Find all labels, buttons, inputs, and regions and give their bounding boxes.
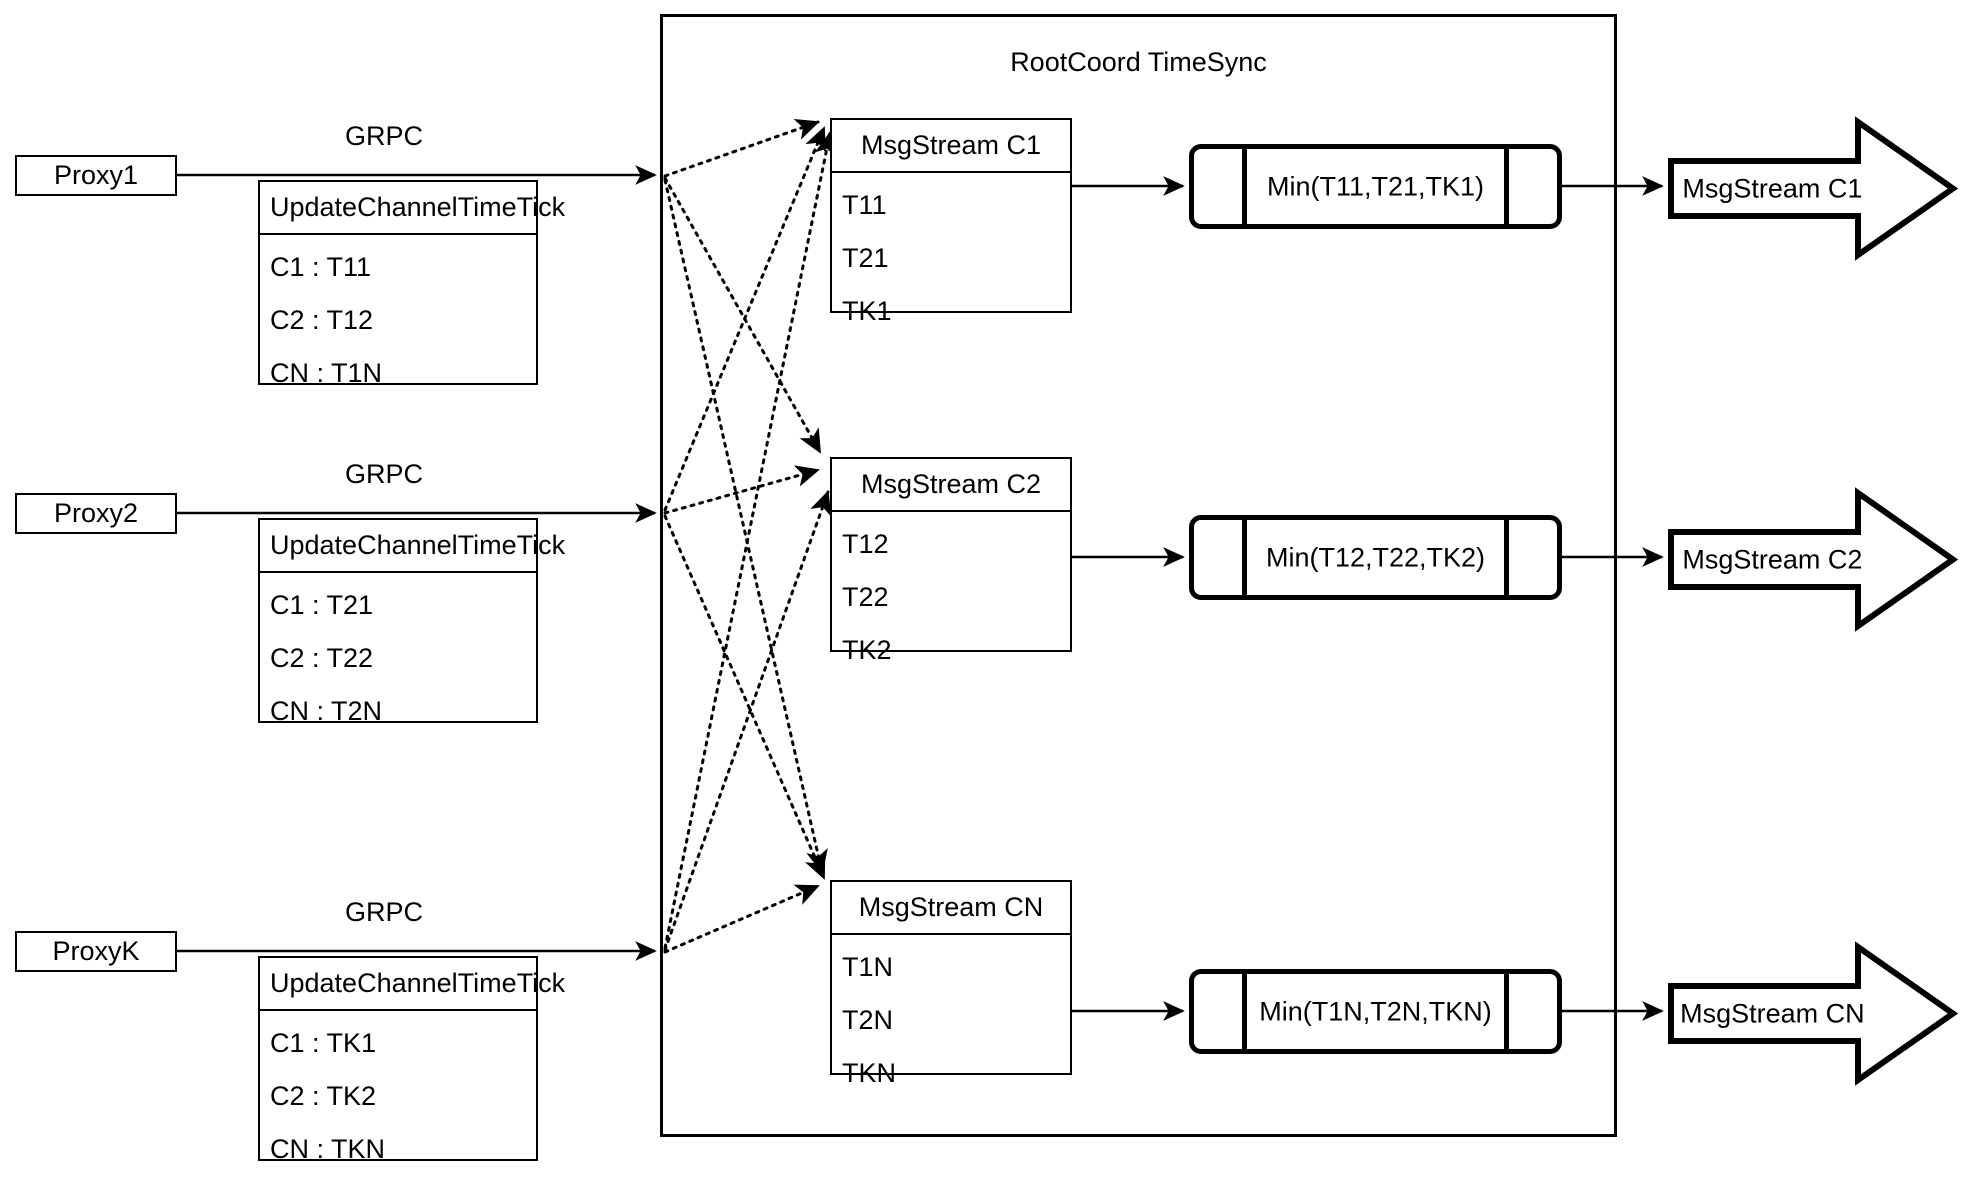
- request-row: CN : TKN: [270, 1134, 386, 1164]
- output-block-arrow-cn: MsgStream CN: [1668, 941, 1958, 1086]
- update-channel-timetick-2: UpdateChannelTimeTick C1 : T21 C2 : T22 …: [258, 518, 565, 725]
- request-row: C1 : T11: [270, 252, 372, 282]
- proxy-box-k[interactable]: ProxyK: [15, 931, 177, 972]
- output-block-arrow-c1: MsgStream C1: [1668, 116, 1958, 261]
- request-row: C2 : TK2: [270, 1081, 377, 1111]
- msgstream-row: T11: [842, 190, 887, 220]
- request-title: UpdateChannelTimeTick: [260, 958, 565, 1011]
- proxy-box-2[interactable]: Proxy2: [15, 493, 177, 534]
- min-process-label: Min(T1N,T2N,TKN): [1259, 996, 1492, 1026]
- output-label: MsgStream C1: [1682, 173, 1863, 203]
- min-process-cn: Min(T1N,T2N,TKN): [1189, 969, 1562, 1054]
- process-bar-right: [1504, 515, 1509, 600]
- request-row: C2 : T22: [270, 643, 374, 673]
- msgstream-box-c2: MsgStream C2 T12 T22 TK2: [830, 457, 1072, 664]
- msgstream-box-c1: MsgStream C1 T11 T21 TK1: [830, 118, 1072, 325]
- proxy-box-1[interactable]: Proxy1: [15, 155, 177, 196]
- proxy-label: ProxyK: [52, 936, 140, 966]
- msgstream-title: MsgStream C2: [832, 459, 1070, 512]
- msgstream-rows: T1N T2N TKN: [832, 935, 1070, 1100]
- process-bar-left: [1242, 515, 1247, 600]
- min-process-c1: Min(T11,T21,TK1): [1189, 144, 1562, 229]
- msgstream-row: T21: [842, 243, 889, 273]
- output-label: MsgStream CN: [1680, 998, 1865, 1028]
- request-row: C2 : T12: [270, 305, 374, 335]
- msgstream-row: T1N: [842, 952, 894, 982]
- request-rows: C1 : TK1 C2 : TK2 CN : TKN: [260, 1011, 536, 1176]
- grpc-label-3: GRPC: [345, 897, 424, 927]
- output-label: MsgStream C2: [1682, 544, 1863, 574]
- block-arrow-shape: [1668, 941, 1958, 1086]
- min-process-c2: Min(T12,T22,TK2): [1189, 515, 1562, 600]
- process-bar-right: [1504, 144, 1509, 229]
- update-channel-timetick-1: UpdateChannelTimeTick C1 : T11 C2 : T12 …: [258, 180, 565, 387]
- proxy-label: Proxy1: [53, 160, 139, 190]
- msgstream-title: MsgStream C1: [832, 120, 1070, 173]
- request-row: CN : T1N: [270, 358, 383, 388]
- request-row: C1 : TK1: [270, 1028, 377, 1058]
- msgstream-title: MsgStream CN: [832, 882, 1070, 935]
- process-bar-left: [1242, 144, 1247, 229]
- proxy-label: Proxy2: [53, 498, 139, 528]
- msgstream-rows: T11 T21 TK1: [832, 173, 1070, 338]
- min-process-label: Min(T11,T21,TK1): [1266, 171, 1485, 201]
- process-bar-right: [1504, 969, 1509, 1054]
- msgstream-box-cn: MsgStream CN T1N T2N TKN: [830, 880, 1072, 1087]
- update-channel-timetick-k: UpdateChannelTimeTick C1 : TK1 C2 : TK2 …: [258, 956, 565, 1163]
- request-title: UpdateChannelTimeTick: [260, 520, 565, 573]
- msgstream-rows: T12 T22 TK2: [832, 512, 1070, 677]
- grpc-label-2: GRPC: [345, 459, 424, 489]
- request-rows: C1 : T21 C2 : T22 CN : T2N: [260, 573, 536, 738]
- rootcoord-timesync-group: RootCoord TimeSync: [660, 14, 1617, 1137]
- msgstream-row: TK2: [842, 635, 892, 665]
- msgstream-row: T22: [842, 582, 889, 612]
- rootcoord-timesync-title: RootCoord TimeSync: [1010, 47, 1267, 77]
- process-bar-left: [1242, 969, 1247, 1054]
- request-title: UpdateChannelTimeTick: [260, 182, 565, 235]
- msgstream-row: TKN: [842, 1058, 896, 1088]
- msgstream-row: T12: [842, 529, 889, 559]
- msgstream-row: TK1: [842, 296, 892, 326]
- request-row: C1 : T21: [270, 590, 374, 620]
- output-block-arrow-c2: MsgStream C2: [1668, 487, 1958, 632]
- grpc-label-1: GRPC: [345, 121, 424, 151]
- request-row: CN : T2N: [270, 696, 383, 726]
- block-arrow-shape: [1668, 487, 1958, 632]
- request-rows: C1 : T11 C2 : T12 CN : T1N: [260, 235, 536, 400]
- msgstream-row: T2N: [842, 1005, 894, 1035]
- min-process-label: Min(T12,T22,TK2): [1265, 542, 1486, 572]
- block-arrow-shape: [1668, 116, 1958, 261]
